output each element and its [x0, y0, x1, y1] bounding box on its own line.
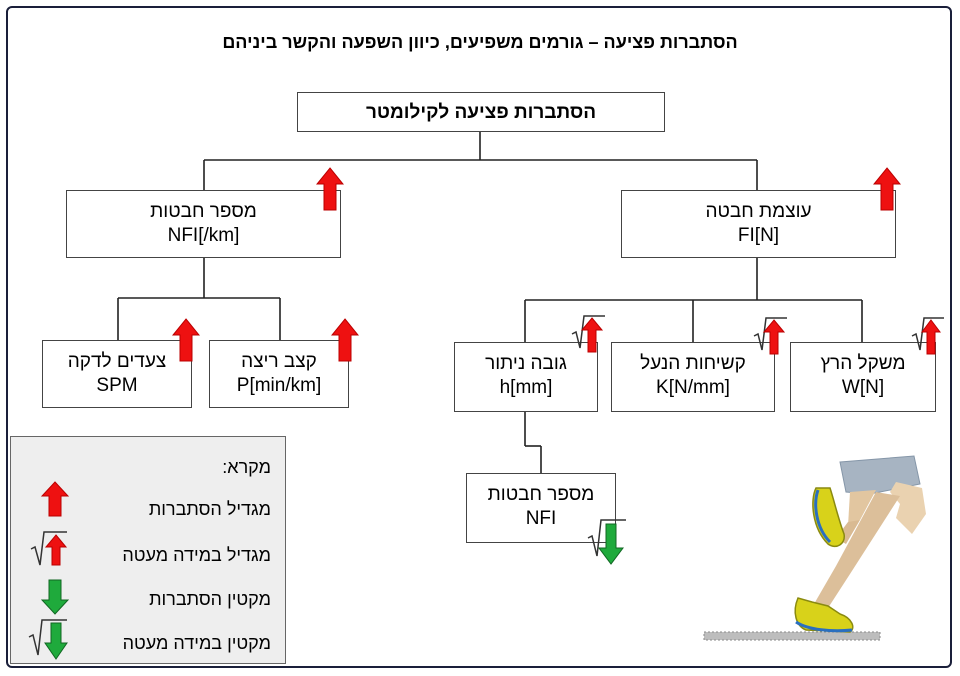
front-leg: [814, 492, 900, 608]
node-spm-label: צעדים לדקה: [67, 351, 167, 372]
legend-item-decrease: מקטין הסתברות: [149, 589, 271, 609]
red-up-arrow-icon: [331, 318, 359, 362]
red-up-arrow-icon: [873, 167, 901, 211]
red-up-arrow-with-root-sign-icon: [753, 317, 787, 355]
node-fi: עוצמת חבטה FI[N]: [621, 190, 896, 258]
legend-item-increase: מגדיל הסתברות: [148, 499, 271, 519]
red-up-arrow-icon: [172, 318, 200, 362]
node-pace: קצב ריצה P[min/km]: [209, 340, 349, 408]
legend-item-slight-decrease: מקטין במידה מעטה: [122, 633, 271, 653]
node-w-label: משקל הרץ: [820, 353, 906, 374]
front-shoe: [794, 597, 854, 633]
green-down-arrow-icon: [41, 579, 69, 615]
node-fi-label: עוצמת חבטה: [705, 201, 812, 222]
red-up-arrow-with-root-sign-icon: [571, 315, 605, 353]
node-nfi2: מספר חבטות NFI: [466, 473, 616, 543]
node-nfi-label: מספר חבטות: [150, 201, 257, 222]
node-nfi: מספר חבטות NFI[/km]: [66, 190, 341, 258]
diagram-frame: [6, 6, 952, 668]
runner-illustration: [703, 455, 926, 641]
node-h: גובה ניתור h[mm]: [454, 342, 598, 412]
red-up-arrow-with-root-sign-icon: [911, 317, 944, 355]
root-node: הסתברות פציעה לקילומטר: [297, 92, 665, 132]
node-k-label: קשיחות הנעל: [640, 353, 746, 374]
node-w-unit: W[N]: [841, 377, 885, 398]
legend: מקרא: מגדיל הסתברות מגדיל במידה מעטה מקט…: [10, 436, 286, 664]
diagram-title: הסתברות פציעה – גורמים משפיעים, כיוון הש…: [222, 32, 738, 52]
node-w: משקל הרץ W[N]: [790, 342, 936, 412]
node-pace-label: קצב ריצה: [241, 351, 317, 372]
green-down-arrow-with-root-sign-icon: [587, 519, 626, 565]
red-up-arrow-icon: [41, 481, 69, 517]
node-h-label: גובה ניתור: [485, 353, 567, 374]
node-k-unit: K[N/mm]: [656, 377, 730, 398]
red-up-arrow-with-root-sign-icon: [30, 531, 68, 566]
green-down-arrow-with-root-sign-icon: [28, 619, 68, 660]
node-fi-unit: FI[N]: [737, 225, 780, 246]
node-nfi-unit: NFI[/km]: [167, 225, 240, 246]
legend-heading: מקרא:: [222, 457, 271, 477]
root-label: הסתברות פציעה לקילומטר: [365, 102, 597, 123]
ground-strip: [704, 632, 880, 640]
node-k: קשיחות הנעל K[N/mm]: [611, 342, 775, 412]
node-h-unit: h[mm]: [499, 377, 553, 398]
red-up-arrow-icon: [316, 167, 344, 211]
node-spm: צעדים לדקה SPM: [42, 340, 192, 408]
back-leg: [890, 482, 926, 534]
node-nfi2-label: מספר חבטות: [487, 484, 595, 505]
legend-item-slight-increase: מגדיל במידה מעטה: [122, 545, 271, 565]
node-nfi2-unit: NFI: [525, 508, 557, 529]
node-spm-unit: SPM: [96, 375, 138, 396]
node-pace-unit: P[min/km]: [236, 375, 322, 396]
